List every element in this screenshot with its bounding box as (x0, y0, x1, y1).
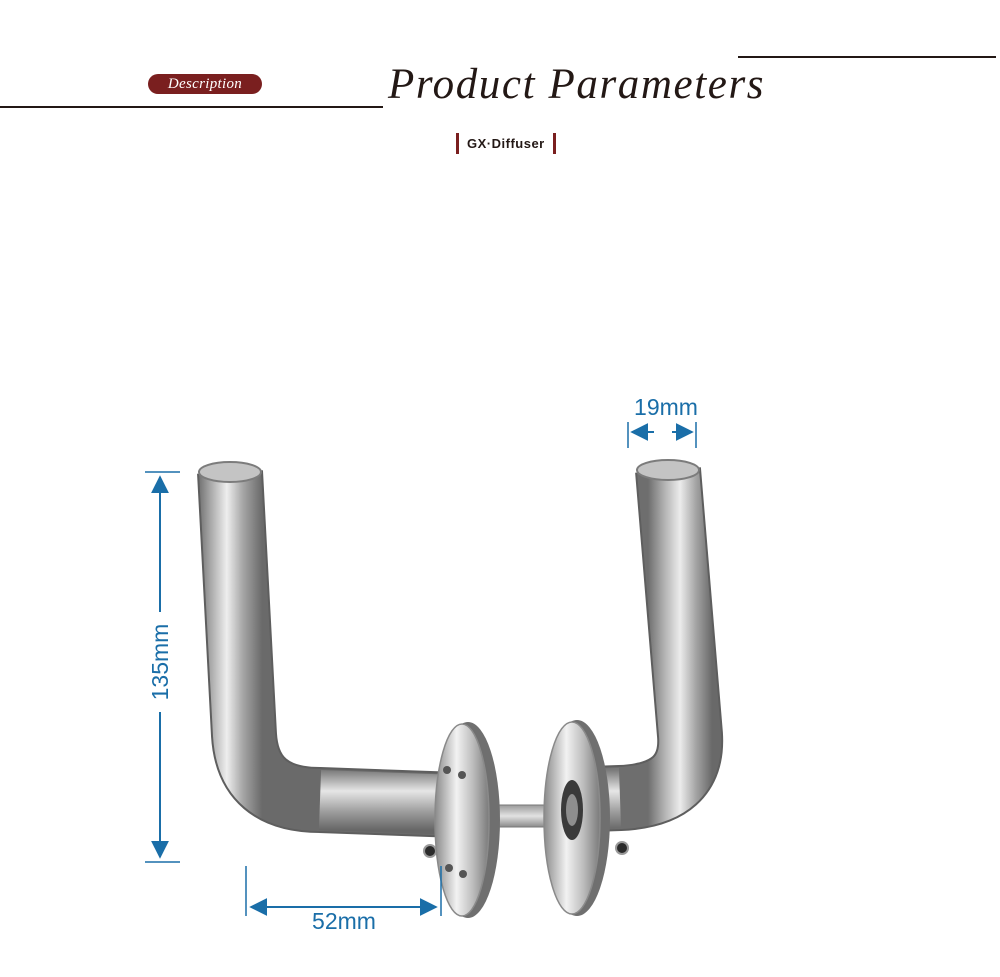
page-title: Product Parameters (388, 61, 766, 108)
projection-dimension: 52mm (245, 866, 442, 934)
right-rose (543, 720, 610, 916)
diameter-dimension: 19mm (627, 394, 698, 448)
description-badge: Description (148, 74, 262, 94)
subtitle-bar-right (552, 132, 556, 154)
subtitle-text: GX·Diffuser (467, 135, 545, 151)
left-lever (197, 461, 460, 858)
header-rule-left (0, 106, 383, 108)
height-label: 135mm (147, 624, 173, 701)
left-rose (434, 722, 500, 918)
projection-label: 52mm (312, 908, 376, 934)
subtitle-bar-left (456, 132, 459, 154)
diameter-label: 19mm (634, 394, 698, 420)
right-lever (560, 459, 724, 855)
header-rule-right (738, 56, 996, 58)
height-dimension: 135mm (145, 471, 180, 863)
subtitle-tag: GX·Diffuser (456, 132, 556, 154)
